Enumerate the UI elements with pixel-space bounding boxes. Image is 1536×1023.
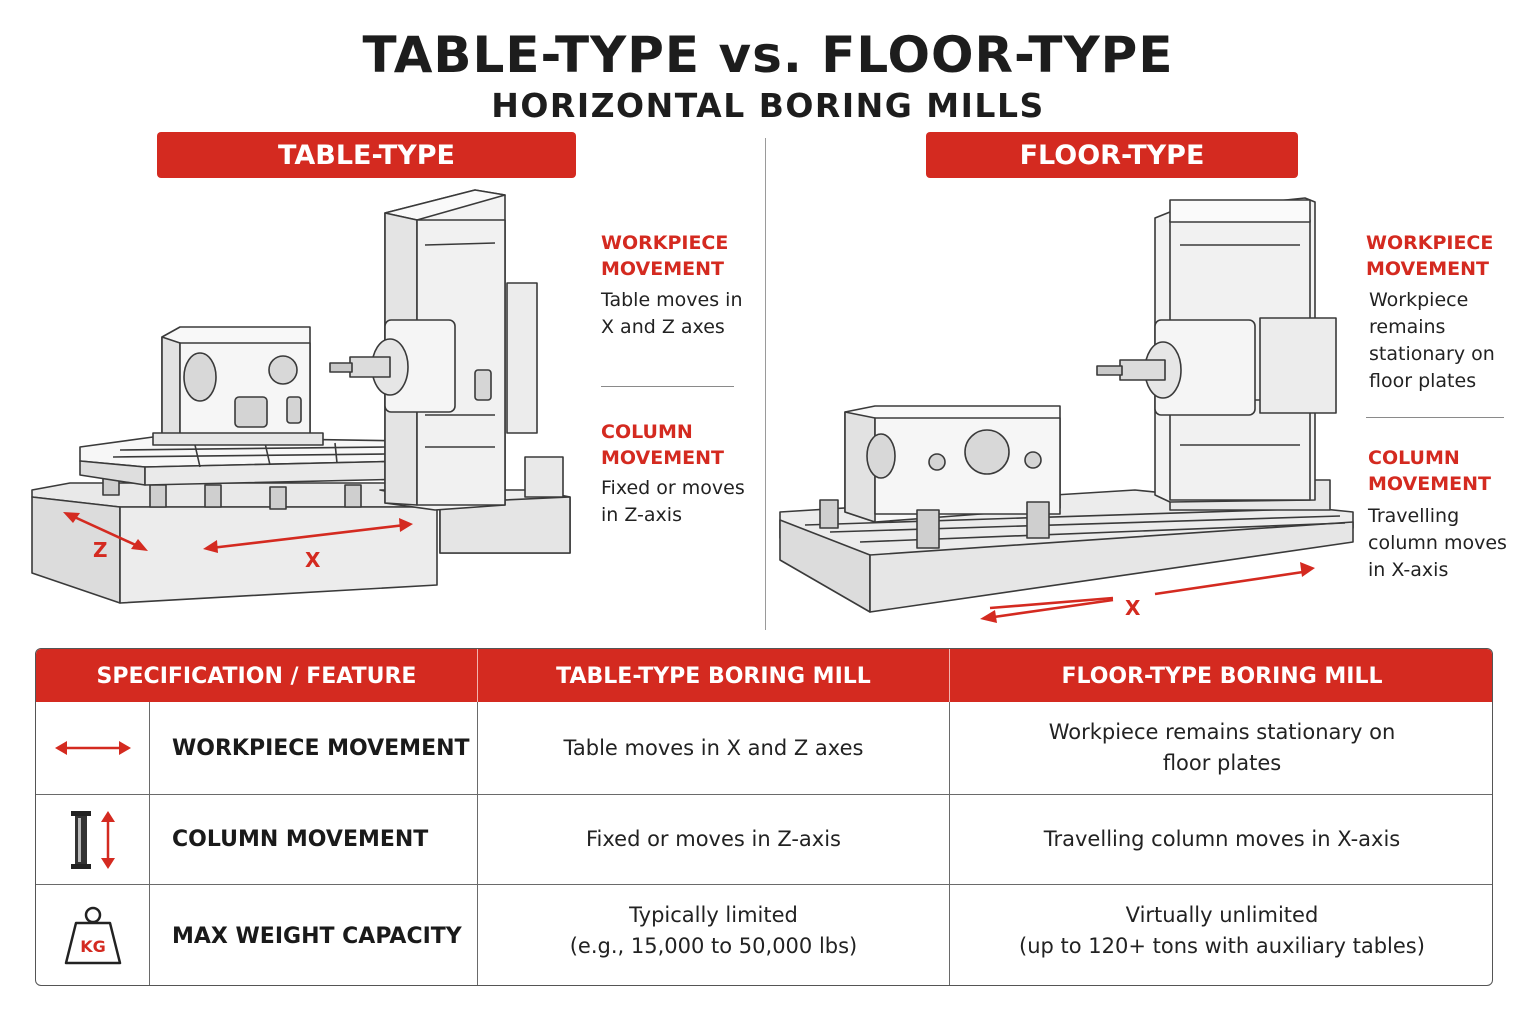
kg-weight-icon: KG bbox=[36, 885, 149, 985]
column-line bbox=[477, 702, 478, 985]
floor-type-machine-illustration: X bbox=[779, 197, 1354, 623]
z-axis-label: Z bbox=[93, 538, 108, 562]
double-arrow-horizontal-icon bbox=[36, 702, 149, 794]
column-vertical-arrow-icon bbox=[36, 795, 149, 884]
table-column-heading: COLUMN MOVEMENT bbox=[601, 421, 724, 469]
floor-type-banner: FLOOR-TYPE bbox=[926, 132, 1298, 178]
floor-column-heading: COLUMN MOVEMENT bbox=[1368, 447, 1491, 495]
floor-type-cell: Workpiece remains stationary on floor pl… bbox=[1048, 720, 1396, 775]
table-workpiece-text: Table moves in X and Z axes bbox=[601, 289, 743, 338]
header-separator bbox=[949, 649, 950, 702]
header-floor-type: FLOOR-TYPE BORING MILL bbox=[1061, 664, 1383, 689]
header-feature: SPECIFICATION / FEATURE bbox=[96, 664, 417, 689]
table-column-text: Fixed or moves in Z-axis bbox=[601, 477, 745, 526]
floor-workpiece-heading: WORKPIECE MOVEMENT bbox=[1366, 232, 1494, 280]
page-title: TABLE-TYPE vs. FLOOR-TYPE bbox=[362, 26, 1174, 84]
floor-workpiece-text: Workpiece remains stationary on floor pl… bbox=[1369, 289, 1495, 392]
column-line bbox=[949, 702, 950, 985]
column-line bbox=[149, 702, 150, 985]
row-line bbox=[36, 884, 1492, 885]
feature-label: MAX WEIGHT CAPACITY bbox=[172, 923, 462, 949]
table-header-row: SPECIFICATION / FEATURE TABLE-TYPE BORIN… bbox=[36, 649, 1492, 702]
table-type-cell: Table moves in X and Z axes bbox=[563, 735, 864, 760]
table-type-banner: TABLE-TYPE bbox=[157, 132, 576, 178]
table-notes-divider bbox=[601, 386, 734, 387]
table-type-cell: Fixed or moves in Z-axis bbox=[585, 827, 841, 851]
table-workpiece-heading: WORKPIECE MOVEMENT bbox=[601, 232, 729, 280]
table-type-machine-illustration: Z X bbox=[31, 189, 571, 604]
floor-type-cell: Virtually unlimited (up to 120+ tons wit… bbox=[1019, 903, 1425, 958]
comparison-table: SPECIFICATION / FEATURE TABLE-TYPE BORIN… bbox=[35, 648, 1493, 986]
feature-label: COLUMN MOVEMENT bbox=[172, 827, 429, 852]
header-table-type: TABLE-TYPE BORING MILL bbox=[556, 664, 871, 689]
header-separator bbox=[477, 649, 478, 702]
x-axis-label: X bbox=[305, 548, 321, 572]
table-type-cell: Typically limited (e.g., 15,000 to 50,00… bbox=[569, 903, 858, 958]
panel-divider bbox=[765, 138, 766, 630]
floor-type-cell: Travelling column moves in X-axis bbox=[1043, 827, 1401, 851]
floor-column-text: Travelling column moves in X-axis bbox=[1368, 505, 1507, 581]
floor-notes-divider bbox=[1366, 417, 1504, 418]
kg-icon-label: KG bbox=[80, 937, 106, 956]
row-line bbox=[36, 794, 1492, 795]
feature-label: WORKPIECE MOVEMENT bbox=[172, 735, 470, 761]
floor-x-axis-label: X bbox=[1125, 596, 1141, 620]
page-subtitle: HORIZONTAL BORING MILLS bbox=[491, 86, 1045, 125]
